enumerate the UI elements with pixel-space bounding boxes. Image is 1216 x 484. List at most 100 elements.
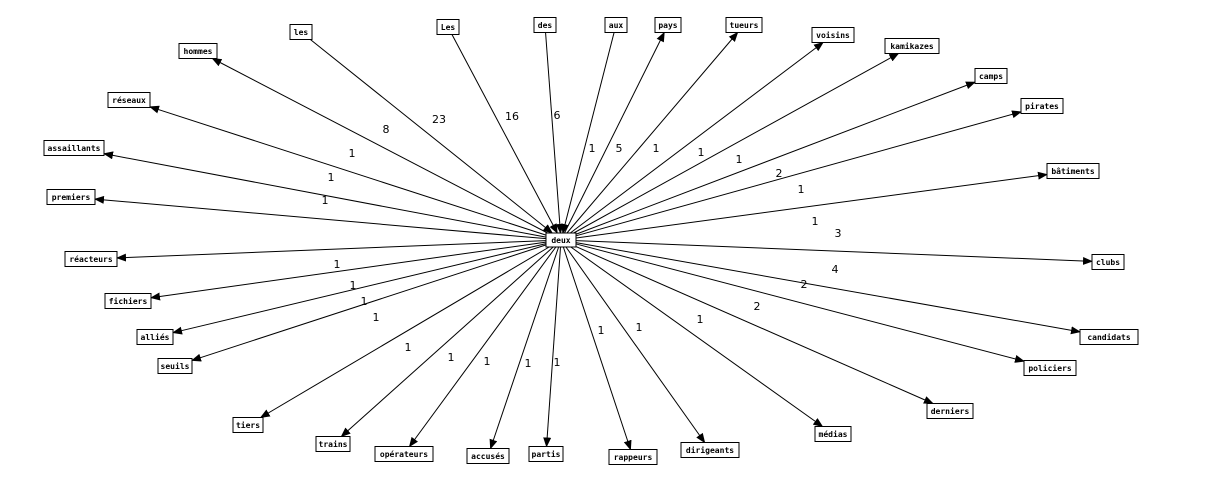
node-derniers: derniers: [926, 403, 974, 419]
node-box-policiers: [1023, 360, 1077, 376]
edge-les-to-deux: [451, 34, 558, 234]
edge-deux-to-reacteurs: [116, 240, 547, 262]
node-box-les: [436, 19, 460, 35]
edge-deux-to-clubs: [575, 240, 1093, 265]
edge-weight-medias: 1: [697, 313, 704, 326]
edge-deux-to-kamikazes: [573, 53, 900, 234]
node-label-operateurs: opérateurs: [380, 449, 428, 459]
node-label-derniers: derniers: [931, 406, 970, 416]
edge-deux-to-derniers: [575, 246, 934, 404]
edge-deux-to-camps: [575, 81, 976, 235]
edge-weight-pirates: 1: [798, 183, 805, 196]
edge-weight-batiments: 1: [812, 215, 819, 228]
edge-weight-fichiers: 1: [350, 279, 357, 292]
node-assaillants: assaillants: [43, 140, 105, 156]
edge-deux-to-pays: [564, 31, 665, 234]
edge-weight-accuses: 1: [525, 357, 532, 370]
node-box-les: [289, 24, 313, 40]
node-box-assaillants: [43, 140, 105, 156]
node-box-deux: [545, 232, 577, 248]
node-label-des: des: [538, 21, 553, 30]
node-box-voisins: [811, 27, 855, 43]
edge-weight-policiers: 2: [801, 278, 808, 291]
node-operateurs: opérateurs: [374, 446, 434, 462]
edge-weight-partis: 1: [554, 356, 561, 369]
edge-aux-to-deux: [561, 32, 615, 234]
node-aux: aux: [604, 17, 628, 33]
edge-weight-tueurs: 1: [653, 142, 660, 155]
node-label-policiers: policiers: [1028, 363, 1072, 373]
node-reacteurs: réacteurs: [64, 251, 118, 267]
node-label-kamikazes: kamikazes: [890, 41, 934, 51]
node-label-pays: pays: [658, 21, 677, 30]
node-label-clubs: clubs: [1096, 258, 1120, 267]
node-box-kamikazes: [884, 38, 940, 54]
edge-weight-kamikazes: 1: [736, 153, 743, 166]
node-label-dirigeants: dirigeants: [686, 445, 734, 455]
node-fichiers: fichiers: [104, 293, 152, 309]
edge-des-to-deux: [545, 32, 564, 234]
node-kamikazes: kamikazes: [884, 38, 940, 54]
node-label-rappeurs: rappeurs: [614, 453, 653, 462]
node-policiers: policiers: [1023, 360, 1077, 376]
edge-deux-to-hommes: [211, 58, 548, 234]
node-dirigeants: dirigeants: [680, 442, 740, 458]
node-box-operateurs: [374, 446, 434, 462]
edge-les-to-deux: [310, 39, 554, 234]
node-label-candidats: candidats: [1087, 332, 1131, 342]
node-label-aux: aux: [609, 21, 624, 30]
node-les: les: [289, 24, 313, 40]
node-box-pays: [654, 17, 682, 33]
node-label-assaillants: assaillants: [48, 143, 101, 153]
edge-weight-trains: 1: [448, 351, 455, 364]
edge-weight-rappeurs: 1: [598, 324, 605, 337]
node-medias: médias: [814, 426, 852, 442]
edge-deux-to-dirigeants: [565, 246, 706, 444]
node-les: Les: [436, 19, 460, 35]
node-clubs: clubs: [1091, 254, 1125, 270]
node-accuses: accusés: [466, 448, 510, 464]
node-label-trains: trains: [319, 439, 348, 449]
node-box-accuses: [466, 448, 510, 464]
node-label-les: les: [294, 28, 309, 37]
node-label-seuils: seuils: [161, 361, 190, 371]
node-pirates: pirates: [1020, 98, 1064, 114]
node-seuils: seuils: [157, 358, 193, 374]
edge-weight-voisins: 1: [698, 146, 705, 159]
node-label-pirates: pirates: [1025, 101, 1059, 111]
node-voisins: voisins: [811, 27, 855, 43]
edge-weight-tiers: 1: [405, 341, 412, 354]
node-box-pirates: [1020, 98, 1064, 114]
node-reseaux: réseaux: [107, 92, 151, 108]
edge-deux-to-tiers: [259, 246, 550, 419]
edge-weight-reacteurs: 1: [334, 258, 341, 271]
node-box-seuils: [157, 358, 193, 374]
node-label-accuses: accusés: [471, 451, 505, 461]
edge-weight-les: 23: [432, 113, 446, 126]
edge-weight-derniers: 2: [754, 300, 761, 313]
node-label-hommes: hommes: [184, 47, 213, 56]
node-pays: pays: [654, 17, 682, 33]
node-box-clubs: [1091, 254, 1125, 270]
edge-weight-clubs: 3: [835, 227, 842, 240]
node-label-voisins: voisins: [816, 30, 850, 40]
edge-weight-seuils: 1: [373, 311, 380, 324]
node-box-premiers: [46, 189, 96, 205]
edge-deux-to-trains: [340, 246, 554, 438]
node-box-reseaux: [107, 92, 151, 108]
node-hommes: hommes: [178, 43, 218, 59]
edge-deux-to-assaillants: [103, 151, 547, 238]
node-label-partis: partis: [532, 449, 561, 459]
node-label-tueurs: tueurs: [730, 21, 759, 30]
edge-weight-allies: 1: [361, 295, 368, 308]
node-label-reseaux: réseaux: [112, 95, 146, 105]
edge-deux-to-partis: [543, 246, 562, 448]
edge-deux-to-fichiers: [150, 241, 547, 301]
node-box-tiers: [232, 417, 264, 433]
node-tueurs: tueurs: [725, 17, 763, 33]
node-allies: alliés: [136, 329, 174, 345]
edges-layer: [94, 31, 1093, 451]
edge-deux-to-rappeurs: [562, 246, 632, 451]
